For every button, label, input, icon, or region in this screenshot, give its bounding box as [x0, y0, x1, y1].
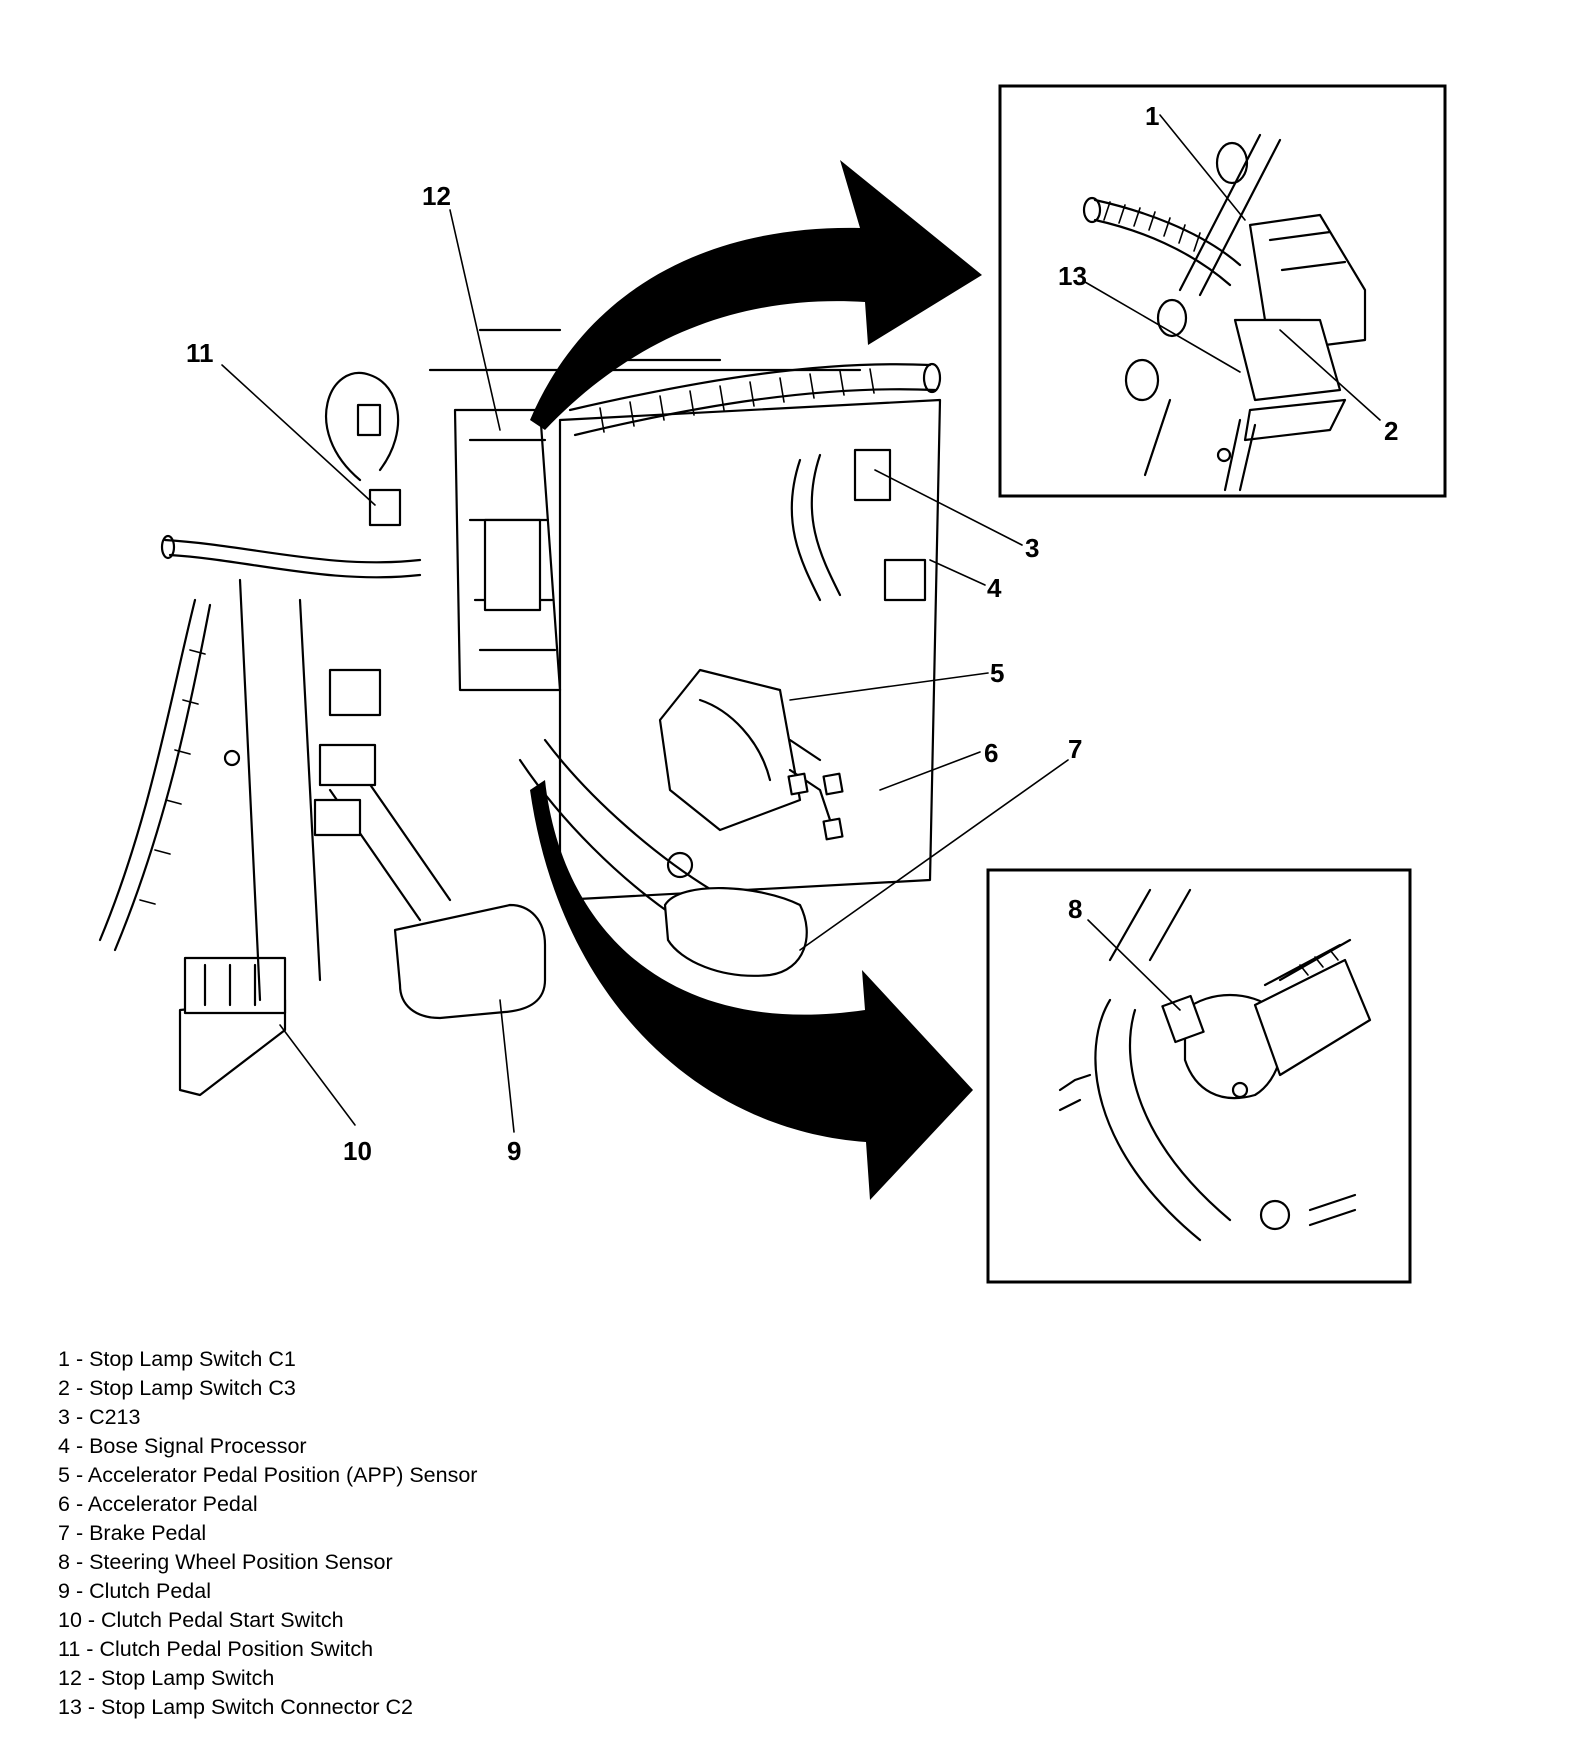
legend-number: 12 [58, 1666, 82, 1690]
legend-text: Accelerator Pedal Position (APP) Sensor [87, 1463, 478, 1487]
legend-number: 2 [58, 1376, 70, 1400]
legend-number: 1 [58, 1347, 70, 1371]
legend-text: C213 [89, 1405, 141, 1429]
legend-item: 3 - C213 [58, 1405, 141, 1429]
main-illustration [98, 160, 982, 1200]
legend-text: Bose Signal Processor [89, 1434, 307, 1458]
callout-labels: 1 2 3 4 5 6 7 8 9 10 11 12 13 [186, 101, 1398, 1166]
legend-number: 10 [58, 1608, 82, 1632]
inset-steering-wheel-sensor [986, 868, 1412, 1284]
legend-text: Accelerator Pedal [87, 1492, 258, 1516]
legend-text: Stop Lamp Switch [101, 1666, 275, 1690]
leader-lines [221, 114, 1381, 1133]
legend-number: 4 [58, 1434, 70, 1458]
callout-12: 12 [422, 181, 451, 211]
legend-text: Clutch Pedal [89, 1579, 211, 1603]
legend-text: Clutch Pedal Start Switch [101, 1608, 344, 1632]
parts-legend: 1 - Stop Lamp Switch C1 2 - Stop Lamp Sw… [58, 1345, 958, 1722]
legend-number: 8 [58, 1550, 70, 1574]
legend-text: Steering Wheel Position Sensor [89, 1550, 393, 1574]
legend-item: 12 - Stop Lamp Switch [58, 1666, 275, 1690]
legend-number: 3 [58, 1405, 70, 1429]
callout-5: 5 [990, 658, 1004, 688]
legend-text: Clutch Pedal Position Switch [99, 1637, 374, 1661]
callout-13: 13 [1058, 261, 1087, 291]
legend-item: 11 - Clutch Pedal Position Switch [58, 1637, 374, 1661]
callout-2: 2 [1384, 416, 1398, 446]
legend-item: 13 - Stop Lamp Switch Connector C2 [58, 1695, 413, 1719]
callout-6: 6 [984, 738, 998, 768]
legend-text: Stop Lamp Switch C1 [89, 1347, 296, 1371]
legend-item: 10 - Clutch Pedal Start Switch [58, 1608, 344, 1632]
legend-text: Stop Lamp Switch Connector C2 [101, 1695, 413, 1719]
legend-text: Brake Pedal [89, 1521, 207, 1545]
pedal-assembly-diagram: 1 2 3 4 5 6 7 8 9 10 11 12 13 [98, 84, 1447, 1284]
legend-number: 11 [58, 1637, 81, 1661]
legend-item: 1 - Stop Lamp Switch C1 [58, 1347, 296, 1371]
legend-item: 8 - Steering Wheel Position Sensor [58, 1550, 393, 1574]
callout-4: 4 [987, 573, 1002, 603]
callout-7: 7 [1068, 734, 1082, 764]
callout-11: 11 [186, 338, 214, 368]
legend-number: 13 [58, 1695, 82, 1719]
callout-9: 9 [507, 1136, 521, 1166]
legend-item: 6 - Accelerator Pedal [58, 1492, 258, 1516]
legend-item: 2 - Stop Lamp Switch C3 [58, 1376, 296, 1400]
inset-stop-lamp-switch [998, 84, 1447, 498]
legend-item: 9 - Clutch Pedal [58, 1579, 211, 1603]
legend-number: 7 [58, 1521, 70, 1545]
callout-10: 10 [343, 1136, 372, 1166]
callout-1: 1 [1145, 101, 1159, 131]
legend-item: 7 - Brake Pedal [58, 1521, 207, 1545]
legend-text: Stop Lamp Switch C3 [89, 1376, 296, 1400]
legend-item: 4 - Bose Signal Processor [58, 1434, 307, 1458]
legend-number: 5 [58, 1463, 70, 1487]
legend-number: 9 [58, 1579, 70, 1603]
legend-number: 6 [58, 1492, 70, 1516]
callout-3: 3 [1025, 533, 1039, 563]
legend-item: 5 - Accelerator Pedal Position (APP) Sen… [58, 1463, 478, 1487]
callout-8: 8 [1068, 894, 1082, 924]
